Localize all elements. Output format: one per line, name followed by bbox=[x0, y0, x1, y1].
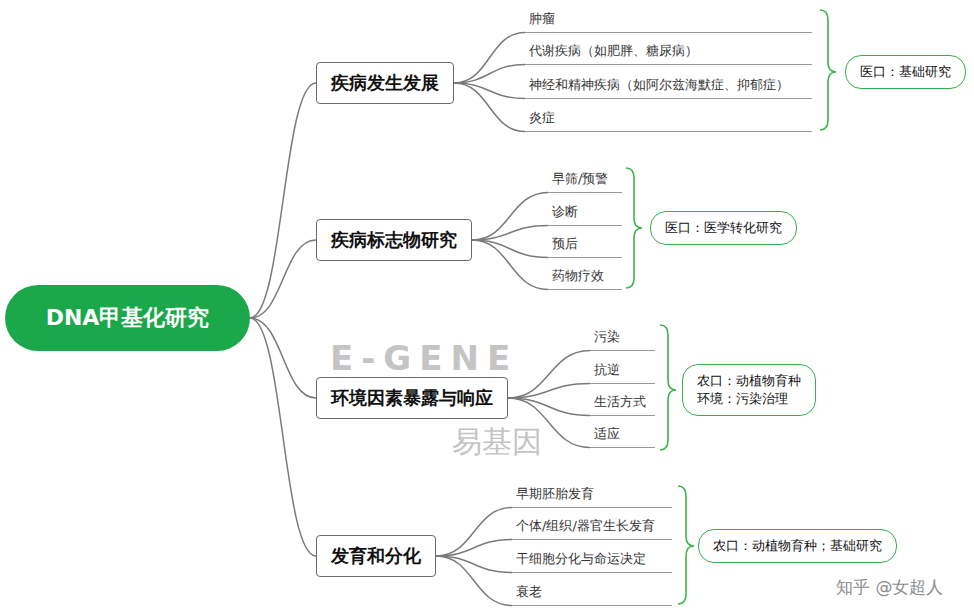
topic-text: 神经和精神疾病（如阿尔兹海默症、抑郁症） bbox=[529, 76, 808, 94]
root-topic: DNA甲基化研究 bbox=[5, 285, 250, 351]
topic-text: 个体/组织/器官生长发育 bbox=[516, 517, 668, 535]
leaf-topic: 早筛/预警 bbox=[548, 167, 622, 193]
leaf-topic: 早期胚胎发育 bbox=[512, 482, 672, 508]
branch-connector bbox=[472, 226, 548, 241]
leaf-topic: 预后 bbox=[548, 232, 622, 258]
topic-text: 适应 bbox=[594, 425, 651, 443]
leaf-topic: 神经和精神疾病（如阿尔兹海默症、抑郁症） bbox=[525, 73, 812, 99]
leaf-topic: 干细胞分化与命运决定 bbox=[512, 547, 672, 573]
leaf-topic: 个体/组织/器官生长发育 bbox=[512, 514, 672, 540]
branch-connector bbox=[472, 240, 548, 290]
topic-text: 发育和分化 bbox=[331, 544, 421, 568]
branch-topic: 疾病发生发展 bbox=[316, 62, 454, 104]
leaf-topic: 污染 bbox=[590, 325, 655, 351]
leaf-topic: 肿瘤 bbox=[525, 7, 812, 33]
topic-text: 衰老 bbox=[516, 583, 668, 601]
topic-text: 农口：动植物育种；基础研究 bbox=[713, 537, 882, 555]
topic-text: 疾病发生发展 bbox=[331, 71, 439, 95]
branch-connector bbox=[436, 540, 512, 557]
leaf-topic: 药物疗效 bbox=[548, 264, 622, 290]
branch-connector bbox=[454, 65, 525, 84]
branch-connector bbox=[508, 384, 590, 399]
research-tag: 农口：动植物育种环境：污染治理 bbox=[682, 364, 816, 416]
branch-connector bbox=[472, 240, 548, 258]
branch-connector bbox=[508, 351, 590, 399]
watermark: 知乎 @女超人 bbox=[836, 576, 943, 599]
branch-connector bbox=[472, 193, 548, 241]
topic-text: 医口：基础研究 bbox=[860, 63, 951, 81]
branch-topic: 发育和分化 bbox=[316, 535, 436, 577]
leaf-topic: 生活方式 bbox=[590, 390, 655, 416]
topic-text: 疾病标志物研究 bbox=[331, 228, 457, 252]
topic-text: DNA甲基化研究 bbox=[35, 303, 220, 333]
branch-connector bbox=[454, 83, 525, 132]
topic-text: 生活方式 bbox=[594, 393, 651, 411]
topic-text: 预后 bbox=[552, 235, 618, 253]
topic-text: 环境因素暴露与响应 bbox=[331, 386, 493, 410]
branch-connector bbox=[250, 318, 316, 398]
curly-bracket bbox=[820, 10, 836, 130]
branch-topic: 疾病标志物研究 bbox=[316, 219, 472, 261]
topic-text: 肿瘤 bbox=[529, 10, 808, 28]
branch-connector bbox=[250, 240, 316, 318]
curly-bracket bbox=[660, 325, 676, 450]
topic-text: 抗逆 bbox=[594, 361, 651, 379]
topic-text: 早筛/预警 bbox=[552, 170, 618, 188]
leaf-topic: 诊断 bbox=[548, 200, 622, 226]
branch-connector bbox=[250, 83, 316, 318]
research-tag: 医口：基础研究 bbox=[845, 55, 966, 89]
topic-text: 农口：动植物育种 bbox=[697, 372, 801, 390]
branch-connector bbox=[250, 318, 316, 556]
watermark: 易基因 bbox=[452, 422, 542, 463]
leaf-topic: 炎症 bbox=[525, 106, 812, 132]
branch-connector bbox=[436, 508, 512, 557]
branch-connector bbox=[436, 556, 512, 606]
watermark: E-GENE bbox=[330, 338, 518, 378]
research-tag: 农口：动植物育种；基础研究 bbox=[698, 529, 897, 563]
topic-text: 诊断 bbox=[552, 203, 618, 221]
leaf-topic: 衰老 bbox=[512, 580, 672, 606]
leaf-topic: 适应 bbox=[590, 422, 655, 448]
leaf-topic: 代谢疾病（如肥胖、糖尿病） bbox=[525, 39, 812, 65]
curly-bracket bbox=[626, 168, 642, 288]
topic-text: 炎症 bbox=[529, 109, 808, 127]
topic-text: 环境：污染治理 bbox=[697, 390, 801, 408]
branch-connector bbox=[454, 33, 525, 84]
topic-text: 污染 bbox=[594, 328, 651, 346]
branch-connector bbox=[508, 398, 590, 416]
research-tag: 医口：医学转化研究 bbox=[650, 211, 797, 245]
branch-topic: 环境因素暴露与响应 bbox=[316, 377, 508, 419]
topic-text: 药物疗效 bbox=[552, 267, 618, 285]
curly-bracket bbox=[678, 486, 694, 604]
topic-text: 代谢疾病（如肥胖、糖尿病） bbox=[529, 42, 808, 60]
leaf-topic: 抗逆 bbox=[590, 358, 655, 384]
topic-text: 医口：医学转化研究 bbox=[665, 219, 782, 237]
topic-text: 早期胚胎发育 bbox=[516, 485, 668, 503]
topic-text: 干细胞分化与命运决定 bbox=[516, 550, 668, 568]
